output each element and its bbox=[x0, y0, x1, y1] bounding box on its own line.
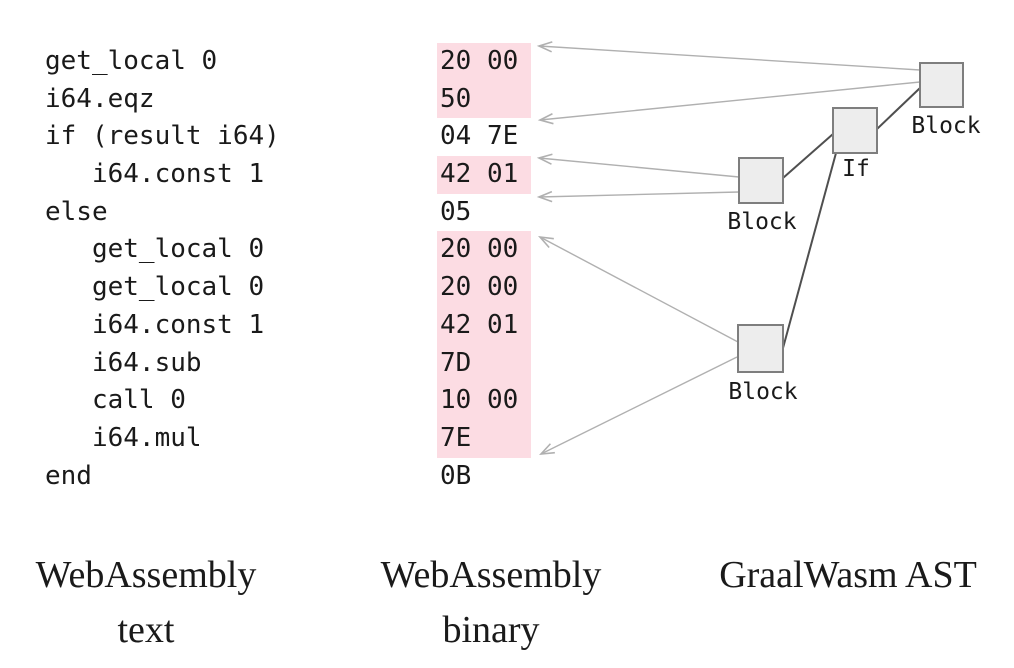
ast-node-else-block bbox=[737, 324, 784, 373]
caption-wasm-binary-line1: WebAssembly bbox=[380, 554, 602, 596]
edge-root-block-to-if bbox=[876, 87, 921, 130]
wasm-binary-row: 7D bbox=[437, 344, 531, 383]
wasm-text-line: if (result i64) bbox=[45, 121, 280, 152]
caption-graalwasm-ast-text: GraalWasm AST bbox=[719, 554, 977, 596]
wasm-text-line: end bbox=[45, 460, 92, 491]
wasm-text-line: i64.const 1 bbox=[45, 309, 265, 340]
wasm-text-line: get_local 0 bbox=[45, 234, 265, 265]
arrow-then-block-to-bytes-end bbox=[536, 190, 740, 203]
wasm-text-line: i64.mul bbox=[45, 422, 202, 453]
caption-wasm-text-line1: WebAssembly bbox=[35, 554, 257, 596]
caption-wasm-binary-line2: binary bbox=[442, 609, 540, 651]
edge-if-to-else-block bbox=[782, 152, 837, 349]
ast-node-label-else-block: Block bbox=[728, 379, 797, 405]
wasm-binary-row: 05 bbox=[440, 196, 472, 227]
wasm-text-line: i64.eqz bbox=[45, 83, 155, 114]
ast-node-if bbox=[832, 107, 878, 154]
wasm-binary-row: 50 bbox=[437, 80, 531, 119]
wasm-binary-row: 20 00 bbox=[437, 269, 531, 307]
wasm-binary-row: 42 01 bbox=[437, 156, 531, 194]
wasm-binary-column: 20 00 50 04 7E 42 01 05 20 00 20 00 42 0… bbox=[437, 43, 531, 495]
ast-node-label-root-block: Block bbox=[911, 113, 980, 139]
arrow-else-block-to-bytes-start bbox=[538, 235, 739, 343]
arrow-then-block-to-bytes-start bbox=[536, 153, 740, 178]
wasm-text-line: else bbox=[45, 196, 108, 227]
wasm-binary-row: 0B bbox=[440, 460, 472, 491]
wasm-text-line: get_local 0 bbox=[45, 272, 265, 303]
ast-node-label-if: If bbox=[842, 156, 870, 182]
wasm-text-line: i64.sub bbox=[45, 347, 202, 378]
wasm-binary-row: 42 01 bbox=[437, 306, 531, 345]
wasm-binary-row: 10 00 bbox=[437, 382, 531, 420]
wasm-binary-row: 7E bbox=[437, 419, 531, 458]
arrow-else-block-to-bytes-end bbox=[539, 356, 738, 455]
arrow-root-block-to-bytes-start bbox=[536, 41, 921, 71]
ast-node-then-block bbox=[738, 157, 784, 204]
arrow-root-block-to-bytes-end bbox=[537, 81, 921, 125]
caption-graalwasm-ast: GraalWasm AST bbox=[698, 548, 998, 603]
wasm-text-column: get_local 0 i64.eqz if (result i64) i64.… bbox=[45, 43, 280, 495]
wasm-text-line: i64.const 1 bbox=[45, 159, 265, 190]
wasm-text-line: call 0 bbox=[45, 385, 186, 416]
edge-if-to-then-block bbox=[782, 133, 834, 179]
wasm-binary-row: 20 00 bbox=[437, 43, 531, 81]
ast-node-label-then-block: Block bbox=[727, 209, 796, 235]
caption-wasm-text-line2: text bbox=[117, 609, 175, 651]
caption-wasm-binary: WebAssembly binary bbox=[361, 548, 621, 658]
ast-node-root-block bbox=[919, 62, 964, 108]
wasm-binary-row: 04 7E bbox=[440, 121, 519, 152]
wasm-binary-row: 20 00 bbox=[437, 231, 531, 270]
wasm-text-line: get_local 0 bbox=[45, 46, 218, 76]
caption-wasm-text: WebAssembly text bbox=[16, 548, 276, 658]
